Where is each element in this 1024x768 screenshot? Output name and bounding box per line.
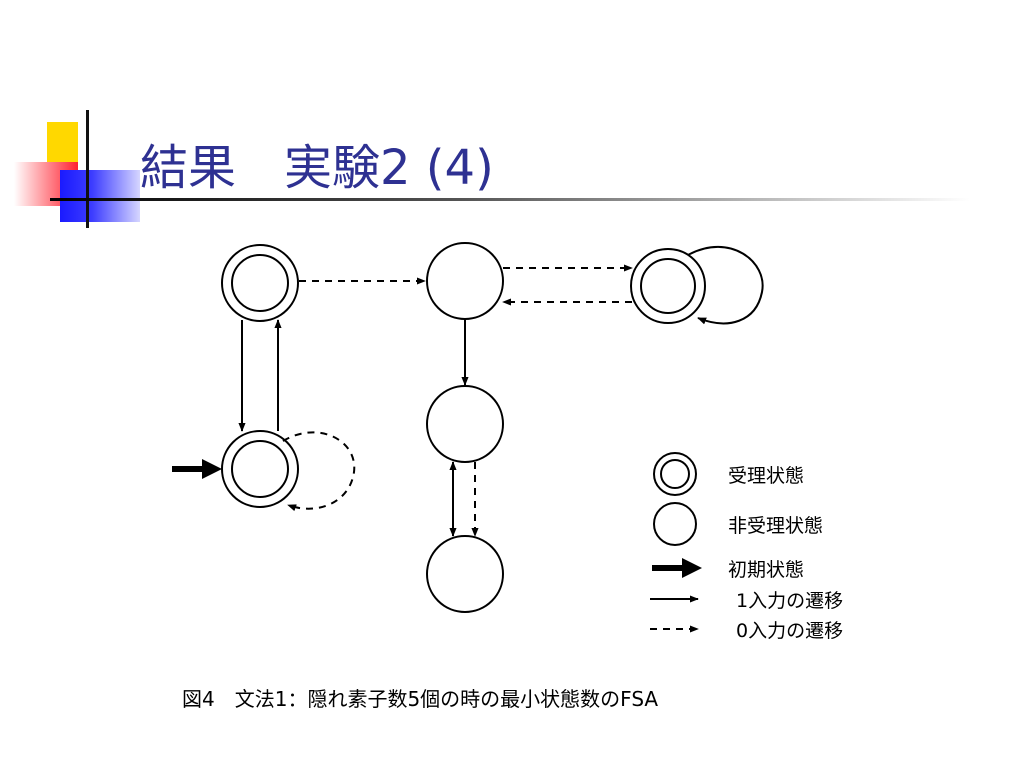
legend: 受理状態 非受理状態 初期状態 1入力の遷移 0入力の遷移 [650,452,843,642]
state-e [426,385,504,463]
initial-state-arrow [172,459,222,479]
legend-nonaccept-symbol [653,502,697,546]
state-c [630,248,706,324]
state-f [426,535,504,613]
transition-c-c-1 [687,245,764,325]
blue-square-decoration [60,170,140,222]
figure-caption: 図4 文法1：隠れ素子数5個の時の最小状態数のFSA [182,687,658,711]
legend-trans1-label: 1入力の遷移 [736,590,843,612]
vertical-rule [86,110,89,228]
legend-initial-label: 初期状態 [728,559,804,581]
transition-d-d-0 [282,431,356,512]
yellow-square-decoration [47,122,78,166]
legend-initial-symbol [652,558,702,578]
legend-accept-symbol [653,452,697,496]
title-underline [50,198,970,201]
legend-accept-label: 受理状態 [728,465,804,487]
state-b [426,242,504,320]
state-a [221,244,299,322]
state-d [221,430,299,508]
slide-title: 結果 実験2 (4) [140,140,494,196]
legend-trans0-label: 0入力の遷移 [736,620,843,642]
legend-nonaccept-label: 非受理状態 [728,515,823,537]
